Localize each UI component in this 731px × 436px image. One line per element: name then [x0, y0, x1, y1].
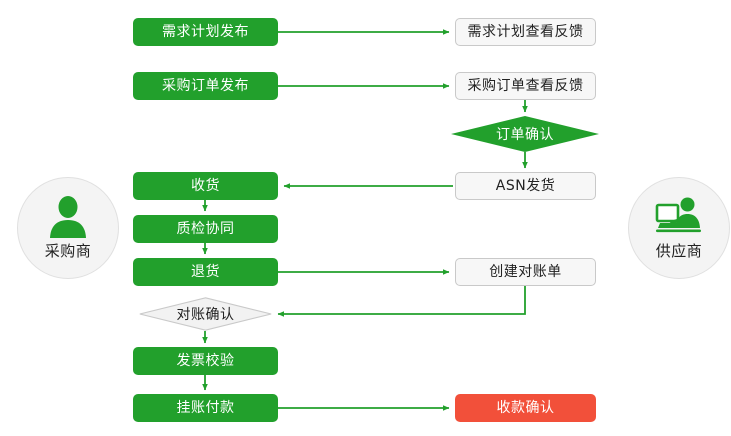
node-purchase-order-feedback[interactable]: 采购订单查看反馈: [455, 72, 596, 100]
node-demand-plan-publish[interactable]: 需求计划发布: [133, 18, 278, 46]
node-quality-inspection[interactable]: 质检协同: [133, 215, 278, 243]
node-label: 需求计划发布: [162, 24, 249, 40]
actor-buyer[interactable]: 采购商: [17, 177, 119, 279]
node-goods-receipt[interactable]: 收货: [133, 172, 278, 200]
node-label: 采购订单发布: [162, 78, 249, 94]
actor-label: 采购商: [44, 242, 92, 260]
node-order-confirm[interactable]: 订单确认: [451, 116, 599, 152]
node-purchase-order-publish[interactable]: 采购订单发布: [133, 72, 278, 100]
node-label: 退货: [191, 264, 220, 280]
actor-supplier[interactable]: 供应商: [628, 177, 730, 279]
node-asn-shipment[interactable]: ASN发货: [455, 172, 596, 200]
node-label: 订单确认: [496, 127, 554, 143]
diamond-shape: [451, 116, 599, 152]
node-label: 挂账付款: [176, 400, 235, 416]
node-label: 收货: [191, 178, 220, 194]
actor-label: 供应商: [655, 242, 703, 260]
person-icon: [50, 196, 86, 238]
node-label: 质检协同: [176, 221, 235, 237]
node-label: 收款确认: [496, 400, 555, 416]
node-payment-receipt-confirm[interactable]: 收款确认: [455, 394, 596, 422]
node-label: 需求计划查看反馈: [467, 24, 584, 40]
node-invoice-verification[interactable]: 发票校验: [133, 347, 278, 375]
node-label: ASN发货: [495, 178, 556, 194]
edge-n10-n11: [277, 286, 526, 317]
node-reconciliation-confirm[interactable]: 对账确认: [139, 297, 272, 331]
node-return-goods[interactable]: 退货: [133, 258, 278, 286]
node-label: 采购订单查看反馈: [467, 78, 584, 94]
node-label: 对账确认: [176, 307, 235, 323]
node-label: 创建对账单: [489, 264, 562, 280]
node-label: 发票校验: [176, 353, 235, 369]
node-create-reconciliation[interactable]: 创建对账单: [455, 258, 596, 286]
person-at-computer-icon: [655, 197, 701, 233]
diamond-shape: [139, 297, 272, 331]
node-payment-posting[interactable]: 挂账付款: [133, 394, 278, 422]
node-demand-plan-feedback[interactable]: 需求计划查看反馈: [455, 18, 596, 46]
